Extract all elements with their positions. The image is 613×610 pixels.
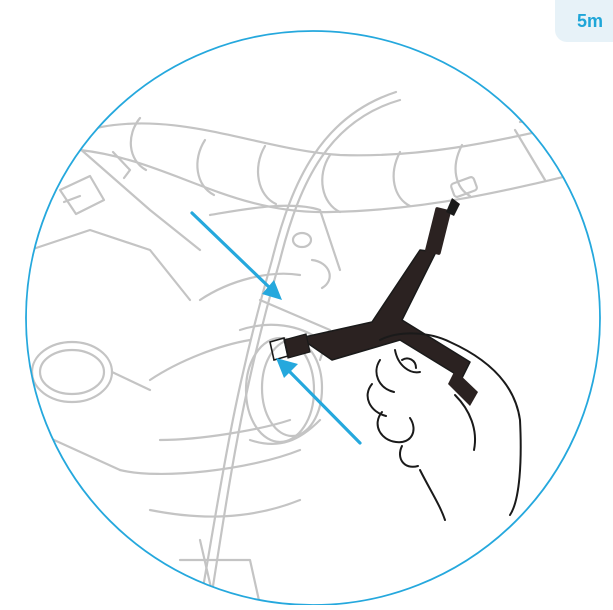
y-wrench-tool [270, 198, 478, 406]
arrow-upper [192, 213, 270, 288]
time-badge-label: 5m [565, 11, 603, 32]
time-badge: 5m [555, 0, 613, 42]
detail-circle [26, 31, 600, 605]
line-art-group [20, 92, 600, 605]
handlebar-line-art [60, 118, 600, 214]
